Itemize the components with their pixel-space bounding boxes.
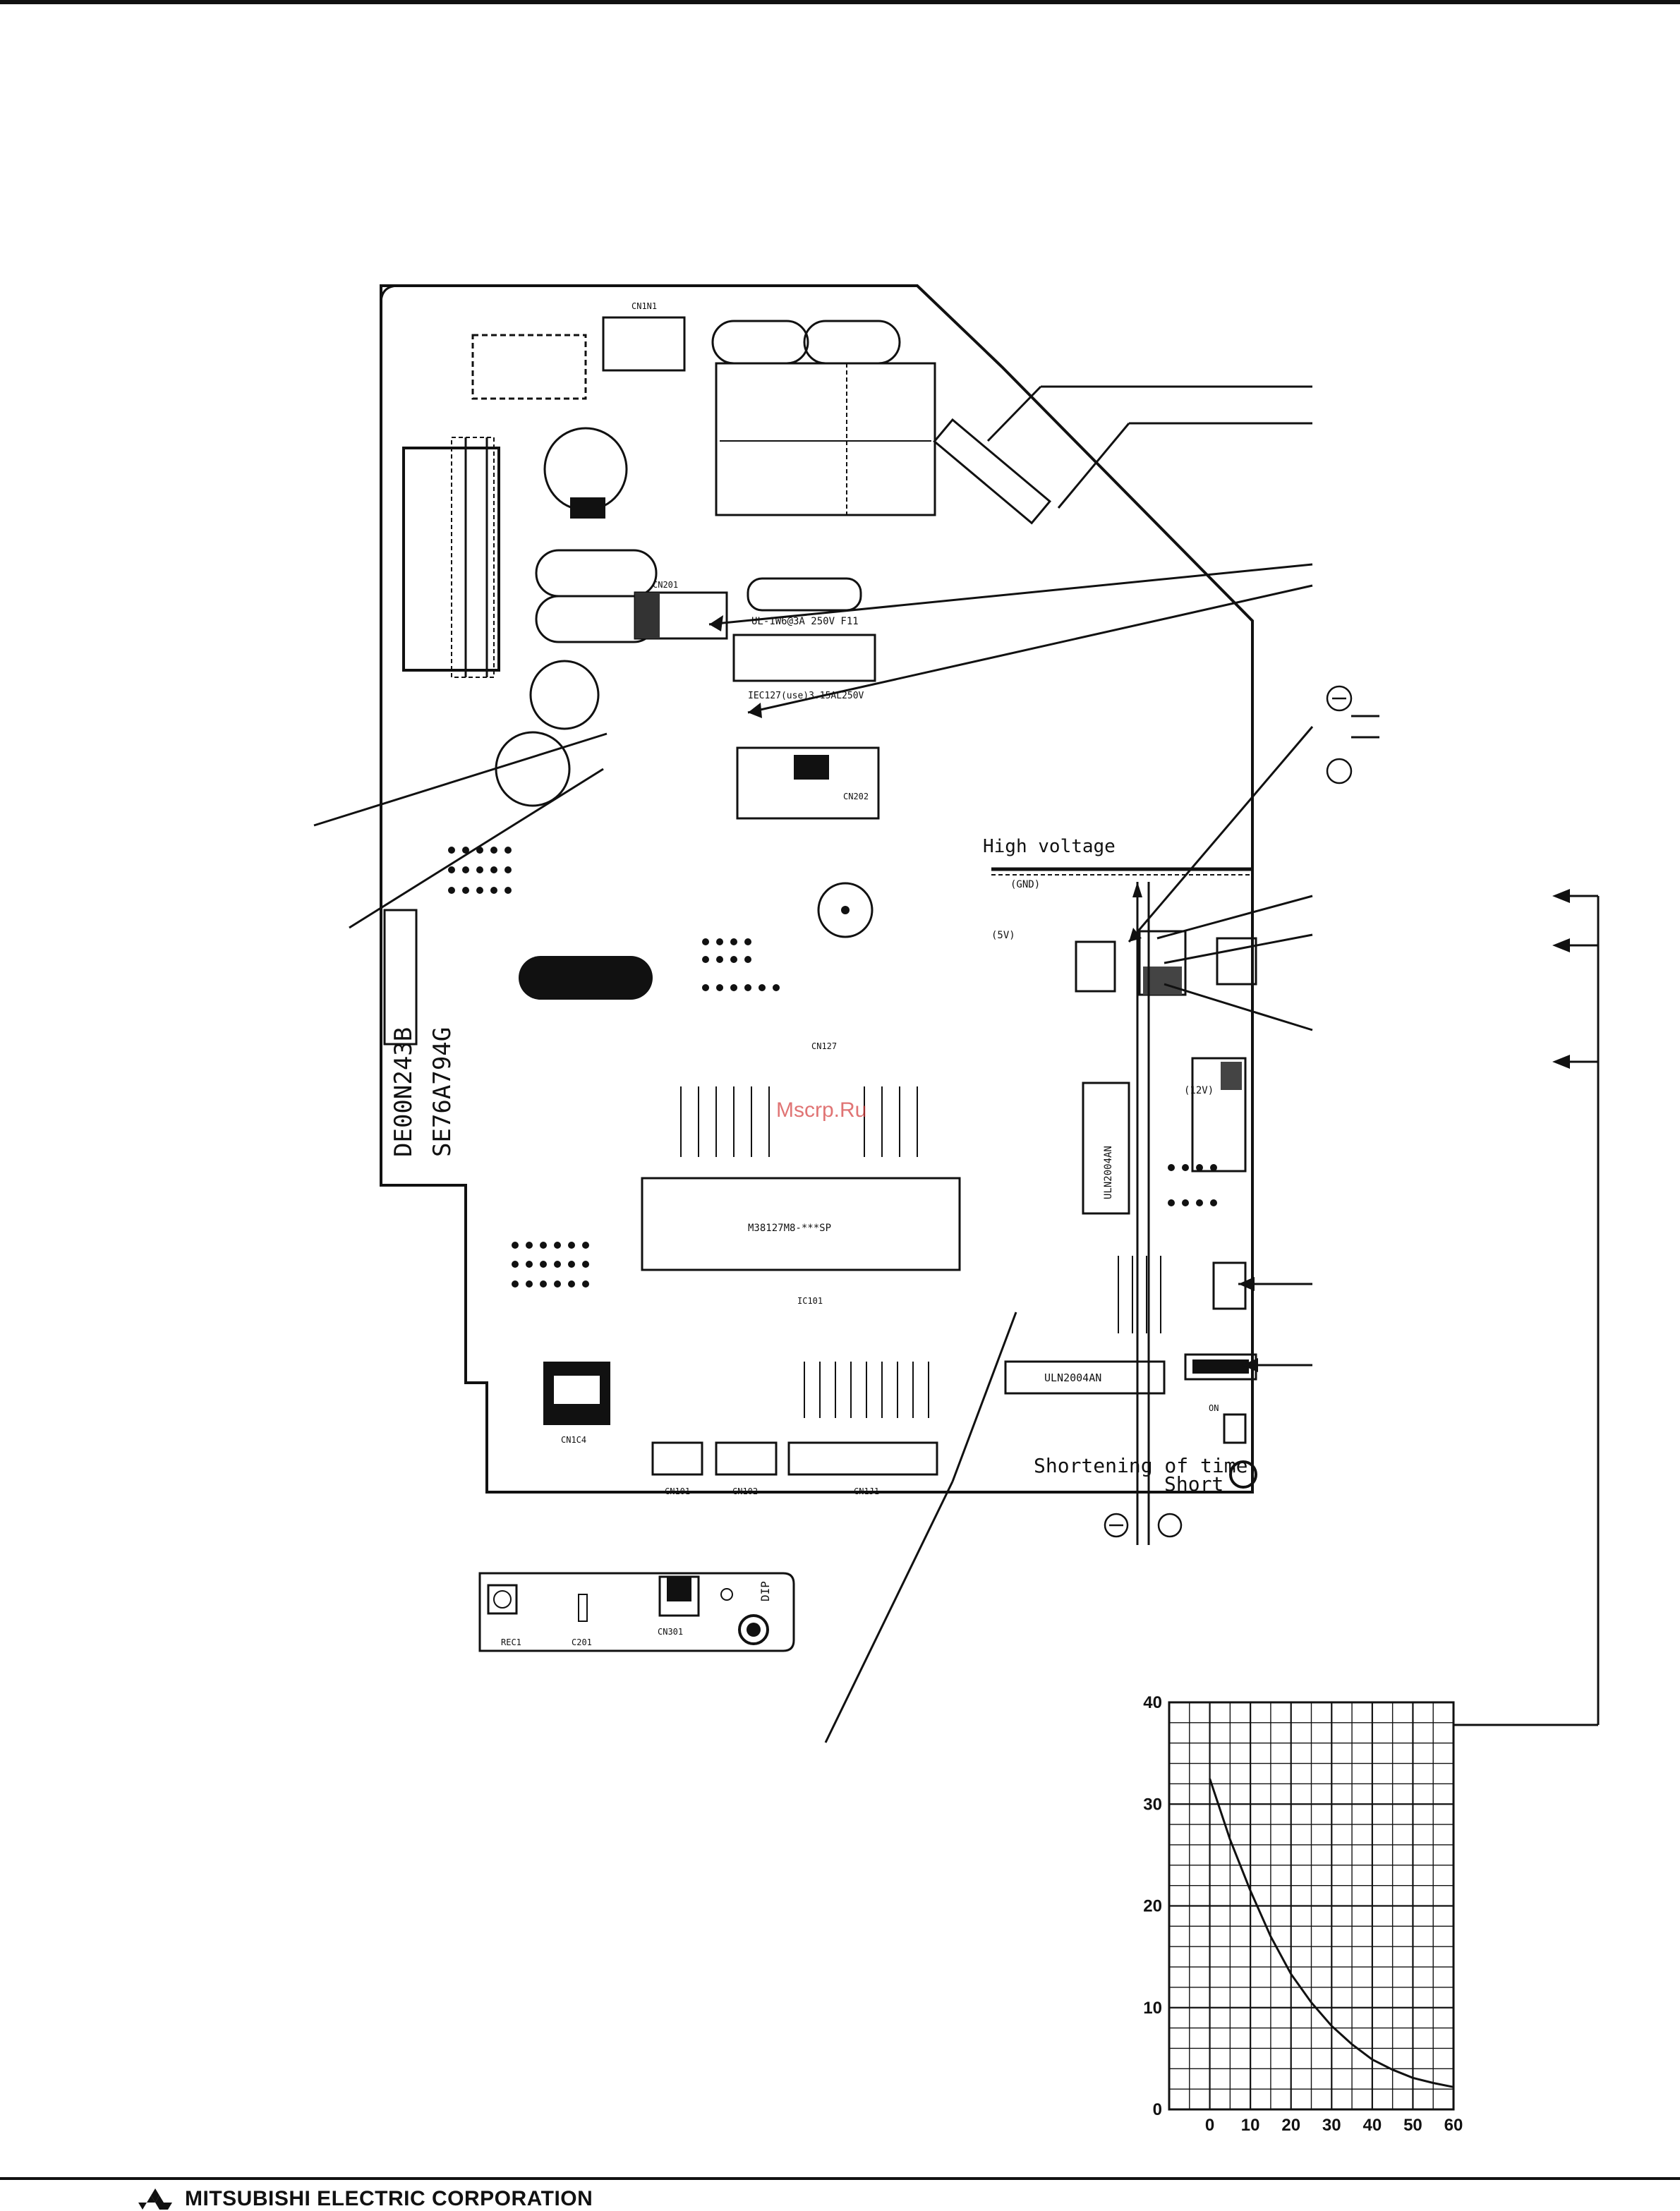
fuse-holder bbox=[732, 634, 876, 682]
ic101-ref: IC101 bbox=[797, 1296, 823, 1306]
oval-marker bbox=[519, 956, 653, 1000]
buzzer-bz bbox=[817, 882, 874, 938]
cn101-label: CN101 bbox=[665, 1486, 690, 1496]
ic152-label: ULN2004AN bbox=[1044, 1371, 1101, 1384]
switch-sw2 bbox=[1223, 1413, 1247, 1444]
fuse-label: UL-1W6@3A 250V F11 bbox=[751, 616, 859, 627]
c201-label: C201 bbox=[572, 1637, 592, 1647]
x-tick-label: 40 bbox=[1363, 2116, 1382, 2131]
series-line bbox=[1209, 1778, 1454, 2088]
watermark: Mscrp.Ru bbox=[776, 1098, 866, 1122]
x-tick-label: 50 bbox=[1403, 2116, 1422, 2131]
mitsubishi-logo-icon bbox=[138, 2188, 172, 2210]
connector-cn1n1 bbox=[602, 316, 686, 372]
x-tick-label: 10 bbox=[1241, 2116, 1260, 2131]
dip-hole bbox=[738, 1614, 769, 1645]
cn202-label: CN202 bbox=[843, 792, 869, 801]
board-model-code: SE76A794G bbox=[428, 1027, 457, 1157]
y-tick-label: 0 bbox=[1153, 2100, 1162, 2119]
y-tick-label: 40 bbox=[1143, 1693, 1162, 1712]
x-tick-label: 20 bbox=[1281, 2116, 1300, 2131]
polarity-minus-circle-bottom bbox=[1104, 1513, 1129, 1538]
cn201-label: CN201 bbox=[653, 580, 678, 590]
heatsink-hc1 bbox=[402, 447, 500, 672]
ic151 bbox=[1082, 1082, 1130, 1215]
sub-board: REC1 C201 CN301 DIP bbox=[478, 1572, 795, 1652]
board-outline bbox=[380, 284, 1254, 1494]
fuse-f11 bbox=[747, 577, 862, 612]
cn301-label: CN301 bbox=[658, 1627, 683, 1637]
connector-rc1 bbox=[1075, 940, 1116, 993]
cn1j1-label: CN1J1 bbox=[854, 1486, 879, 1496]
cn1n1-label: CN1N1 bbox=[631, 301, 657, 311]
chart-axes: 0 10 20 30 40 0 10 20 30 40 50 60 bbox=[1143, 1693, 1463, 2131]
high-voltage-label: High voltage bbox=[983, 836, 1116, 857]
connector-cn121 bbox=[1216, 937, 1257, 986]
on-label: ON bbox=[1209, 1403, 1219, 1413]
capacitor-c112 bbox=[529, 660, 600, 730]
polarity-minus-circle bbox=[1326, 685, 1353, 712]
bottom-rule bbox=[0, 2177, 1680, 2180]
rec1-label: REC1 bbox=[501, 1637, 521, 1647]
company-name: MITSUBISHI ELECTRIC CORPORATION bbox=[185, 2187, 593, 2210]
connector-cn151 bbox=[1191, 1057, 1247, 1173]
top-rule bbox=[0, 0, 1680, 4]
y-tick-label: 10 bbox=[1143, 1999, 1162, 2018]
polarity-plus-circle-bottom bbox=[1157, 1513, 1183, 1538]
relay-52c bbox=[736, 746, 880, 820]
chart-grid bbox=[1168, 1701, 1455, 2111]
footer: MITSUBISHI ELECTRIC CORPORATION bbox=[134, 2187, 593, 2211]
short-label: Short bbox=[1164, 1472, 1223, 1496]
cn102-label: CN102 bbox=[732, 1486, 758, 1496]
connector-cn102 bbox=[715, 1441, 778, 1476]
v12-label: (12V) bbox=[1184, 1085, 1214, 1096]
left-label-strip bbox=[383, 909, 418, 1046]
ic152 bbox=[1004, 1360, 1166, 1395]
cn127-label: CN127 bbox=[811, 1041, 837, 1051]
delay-chart: 0 10 20 30 40 0 10 20 30 40 50 60 bbox=[1143, 1693, 1463, 2131]
connector-cn101 bbox=[651, 1441, 703, 1476]
capacitor-c103 bbox=[711, 320, 809, 365]
transformer bbox=[715, 362, 936, 516]
y-tick-label: 30 bbox=[1143, 1795, 1162, 1814]
x-tick-label: 30 bbox=[1322, 2116, 1341, 2131]
switch-sw1 bbox=[1212, 1261, 1247, 1310]
fuse2-label: IEC127(use)3.15AL250V bbox=[748, 691, 864, 701]
polarity-plus-circle bbox=[1326, 758, 1353, 785]
dip-label: DIP bbox=[759, 1581, 772, 1601]
capacitor-c104 bbox=[803, 320, 901, 365]
receiver-rec1 bbox=[487, 1584, 518, 1615]
connector-cn111 bbox=[933, 418, 1052, 525]
x-tick-label: 0 bbox=[1205, 2116, 1214, 2131]
connector-cn1j1 bbox=[787, 1441, 938, 1476]
cn1c4-label: CN1C4 bbox=[561, 1435, 586, 1445]
board-part-code: DE00N243B bbox=[389, 1027, 418, 1157]
chart-frame bbox=[1168, 1701, 1455, 2111]
ic101-label: M38127M8-***SP bbox=[748, 1223, 831, 1234]
y-tick-label: 20 bbox=[1143, 1897, 1162, 1916]
capacitor-c118 bbox=[495, 731, 571, 807]
x-tick-label: 60 bbox=[1444, 2116, 1463, 2131]
mounting-hole bbox=[1229, 1460, 1257, 1489]
shortening-label: Shortening of time bbox=[1034, 1454, 1247, 1477]
v5-label: (5V) bbox=[991, 930, 1015, 941]
capacitor-c117 bbox=[535, 549, 658, 598]
ic151-label: ULN2004AN bbox=[1103, 1146, 1114, 1199]
gnd-label: (GND) bbox=[1010, 879, 1040, 890]
chart-series bbox=[1209, 1778, 1454, 2088]
